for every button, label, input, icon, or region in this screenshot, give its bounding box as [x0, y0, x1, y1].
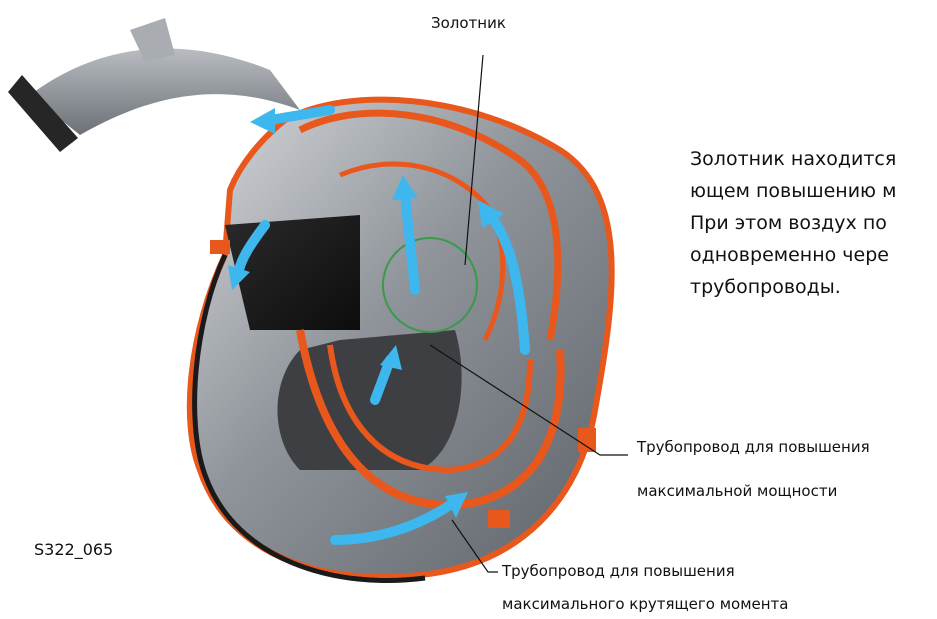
intake-pipe [8, 18, 300, 152]
flow-arrow-icon [250, 108, 275, 134]
description-line-3: При этом воздух по [690, 207, 896, 239]
figure-id: S322_065 [34, 542, 113, 558]
pipe-power-label-line1: Трубопровод для повышения [637, 440, 870, 455]
pipe-torque-label-line1: Трубопровод для повышения [502, 564, 735, 579]
manifold-housing [190, 100, 612, 581]
pipe-power-label-line2: максимальной мощности [637, 484, 837, 499]
description-text: Золотник находится ющем повышению м При … [690, 143, 896, 303]
description-line-4: одновременно чере [690, 239, 896, 271]
pipe-torque-label-line2: максимального крутящего момента [502, 597, 789, 612]
description-line-5: трубопроводы. [690, 271, 896, 303]
description-line-1: Золотник находится [690, 143, 896, 175]
valve-label: Золотник [431, 16, 506, 31]
description-line-2: ющем повышению м [690, 175, 896, 207]
